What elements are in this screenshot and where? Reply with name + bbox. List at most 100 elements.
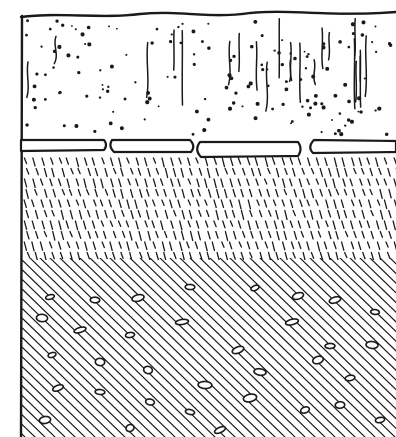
- frame-top-edge: [21, 12, 396, 17]
- dash-mark: [52, 169, 54, 177]
- soil-dot: [385, 133, 388, 136]
- dash-mark: [290, 158, 292, 164]
- root-line: [239, 34, 240, 72]
- dash-mark: [303, 190, 305, 198]
- soil-dot: [40, 46, 42, 48]
- dash-mark: [147, 190, 149, 197]
- soil-dot: [277, 51, 281, 55]
- soil-dot: [234, 92, 237, 95]
- stone-slabs: [21, 140, 396, 157]
- dash-mark: [351, 221, 353, 229]
- soil-dot: [207, 23, 209, 25]
- dash-mark: [388, 253, 390, 259]
- dash-mark: [102, 158, 104, 164]
- dash-mark: [299, 179, 301, 187]
- soil-dot: [77, 71, 80, 74]
- dash-mark: [259, 190, 261, 197]
- dash-mark: [380, 190, 382, 199]
- dash-mark: [119, 221, 121, 226]
- pebble: [325, 343, 335, 348]
- soil-dot: [343, 83, 347, 87]
- dash-mark: [94, 200, 96, 206]
- dash-mark: [282, 200, 284, 206]
- dash-mark: [376, 179, 378, 185]
- dash-mark: [234, 232, 236, 239]
- dash-mark: [61, 211, 63, 220]
- soil-dot: [150, 41, 153, 44]
- dash-mark: [88, 211, 90, 217]
- soil-dot: [362, 20, 366, 24]
- dash-mark: [145, 158, 147, 166]
- dash-mark: [93, 179, 95, 188]
- soil-dot: [116, 28, 118, 30]
- pebble: [366, 341, 379, 349]
- dash-mark: [334, 242, 336, 249]
- soil-dot: [273, 49, 275, 51]
- pebble: [131, 293, 145, 302]
- dash-mark: [381, 211, 383, 220]
- dash-mark: [371, 232, 373, 239]
- dash-mark: [241, 190, 243, 197]
- soil-dot: [291, 120, 294, 123]
- dash-mark: [354, 232, 356, 238]
- dash-mark: [324, 242, 326, 249]
- dash-mark: [341, 200, 343, 207]
- dash-mark: [311, 253, 313, 259]
- dash-mark: [44, 211, 46, 217]
- soil-dot: [250, 45, 254, 49]
- soil-dot: [102, 88, 104, 90]
- soil-dot: [375, 51, 377, 53]
- soil-dot: [192, 30, 196, 34]
- soil-dot: [352, 32, 355, 35]
- soil-dot: [112, 111, 114, 113]
- root-line: [365, 36, 366, 96]
- dash-mark: [93, 242, 95, 249]
- dash-mark: [212, 242, 214, 250]
- dash-mark: [24, 158, 26, 163]
- dash-mark: [239, 242, 241, 247]
- soil-dot: [108, 25, 110, 27]
- dash-mark: [318, 232, 320, 238]
- dash-mark: [214, 221, 216, 227]
- soil-dot: [44, 73, 47, 76]
- dash-mark: [311, 211, 313, 220]
- dash-mark: [162, 158, 164, 167]
- dash-mark: [78, 169, 80, 174]
- dash-mark: [188, 221, 190, 227]
- soil-dot: [339, 132, 343, 136]
- dash-mark: [113, 211, 115, 219]
- soil-dot: [281, 39, 283, 41]
- soil-dot: [281, 63, 284, 66]
- dash-mark: [85, 158, 87, 165]
- dash-mark: [100, 200, 102, 206]
- soil-dot: [173, 76, 176, 79]
- dash-mark: [119, 200, 121, 207]
- dash-mark: [32, 221, 34, 229]
- dash-mark: [290, 221, 292, 227]
- pebble: [312, 355, 325, 365]
- dash-mark: [328, 211, 330, 217]
- dash-mark: [136, 242, 138, 248]
- soil-dot: [144, 118, 146, 120]
- dash-mark: [384, 158, 386, 164]
- soil-dot: [171, 33, 173, 35]
- dash-mark: [179, 158, 181, 164]
- dash-mark: [344, 190, 346, 195]
- dash-mark: [311, 190, 313, 198]
- soil-dot: [57, 45, 61, 49]
- root-line: [147, 43, 148, 98]
- dash-mark: [62, 169, 64, 177]
- soil-dot: [350, 120, 354, 124]
- soil-dot: [202, 128, 206, 132]
- soil-dot: [337, 129, 341, 133]
- soil-dot: [357, 111, 359, 113]
- dash-mark: [377, 221, 379, 229]
- dash-mark: [386, 242, 388, 247]
- dash-mark: [233, 253, 235, 260]
- dash-mark: [44, 169, 46, 177]
- soil-dot: [76, 56, 79, 59]
- dash-mark: [294, 232, 296, 240]
- dash-mark: [178, 200, 180, 207]
- dash-mark: [230, 200, 232, 207]
- soil-dot: [359, 110, 362, 113]
